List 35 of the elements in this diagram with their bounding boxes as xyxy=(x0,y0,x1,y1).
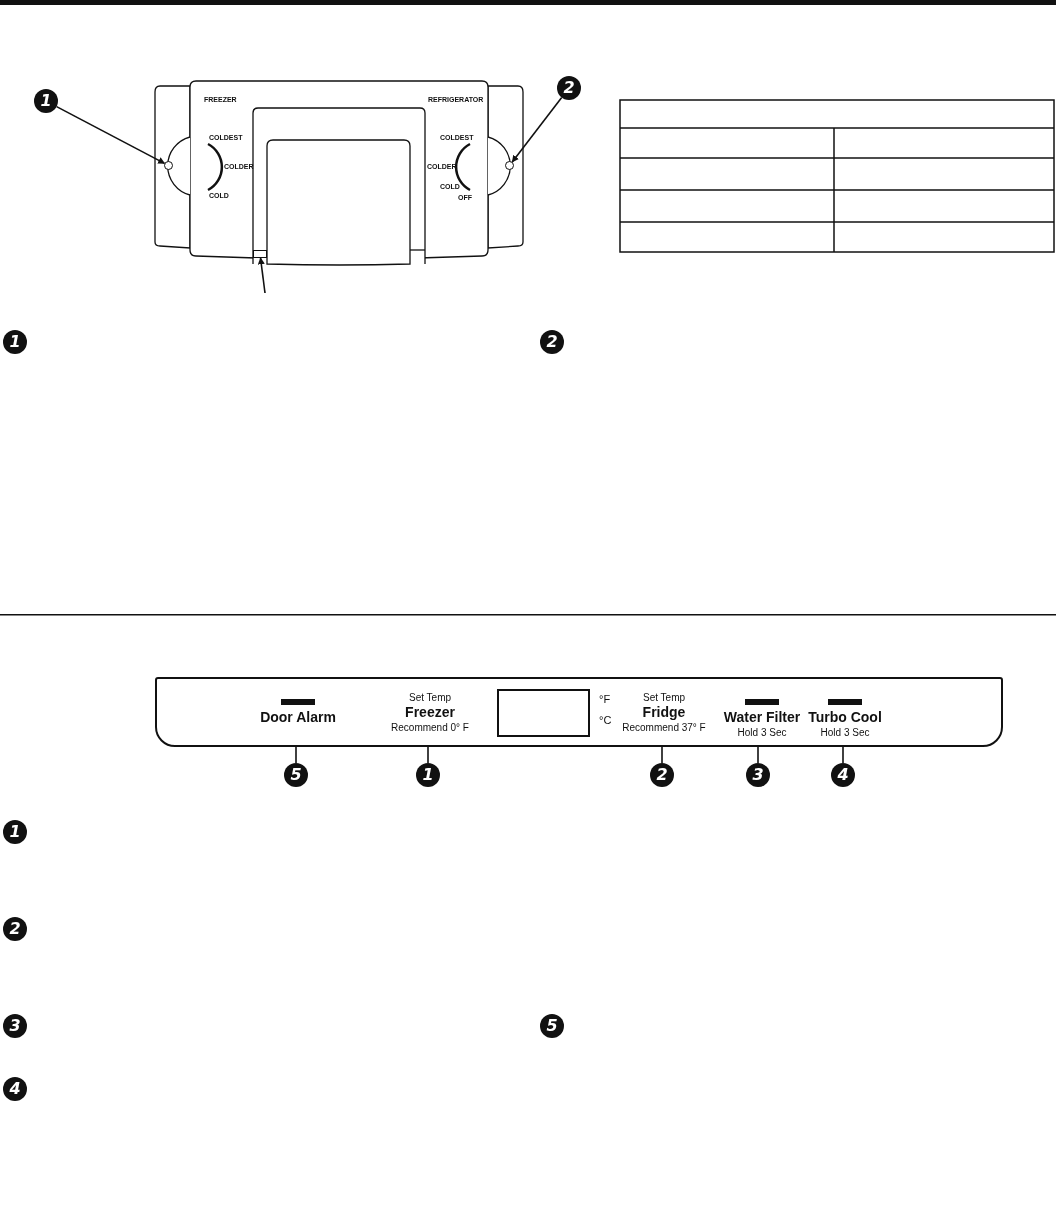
callout-number: 2 xyxy=(557,76,581,100)
callout-number: 2 xyxy=(3,917,27,941)
button-label: Water Filter xyxy=(723,709,801,726)
callout-number: 3 xyxy=(746,763,770,787)
button-hint: Hold 3 Sec xyxy=(820,726,870,739)
slot xyxy=(253,250,267,258)
button-hint: Recommend 0° F xyxy=(391,721,469,734)
button-hint: Set Temp xyxy=(408,691,452,704)
callout-number: 2 xyxy=(650,763,674,787)
unit-label: °C xyxy=(599,714,612,727)
button-hint: Recommend 37° F xyxy=(622,721,706,734)
unit-label: °F xyxy=(599,693,611,706)
callout-number: 2 xyxy=(540,330,564,354)
control-panel xyxy=(155,677,1003,747)
display-screen xyxy=(497,689,590,737)
callout-number: 3 xyxy=(3,1014,27,1038)
button-label: Fridge xyxy=(642,704,686,721)
arrow xyxy=(511,96,563,163)
arrow xyxy=(55,105,166,165)
button-label: Turbo Cool xyxy=(808,709,882,726)
callout-number: 4 xyxy=(3,1077,27,1101)
indicator-dot xyxy=(505,161,514,170)
button-hint: Hold 3 Sec xyxy=(737,726,787,739)
callout-number: 1 xyxy=(3,330,27,354)
button-label: Door Alarm xyxy=(260,709,336,726)
callout-number: 1 xyxy=(34,89,58,113)
button-hint: Set Temp xyxy=(642,691,686,704)
callout-number: 5 xyxy=(284,763,308,787)
callout-number: 1 xyxy=(416,763,440,787)
callout-number: 1 xyxy=(3,820,27,844)
arrow xyxy=(257,257,266,294)
callout-number: 4 xyxy=(831,763,855,787)
button-label: Freezer xyxy=(405,704,455,721)
indicator-dot xyxy=(164,161,173,170)
callout-number: 5 xyxy=(540,1014,564,1038)
